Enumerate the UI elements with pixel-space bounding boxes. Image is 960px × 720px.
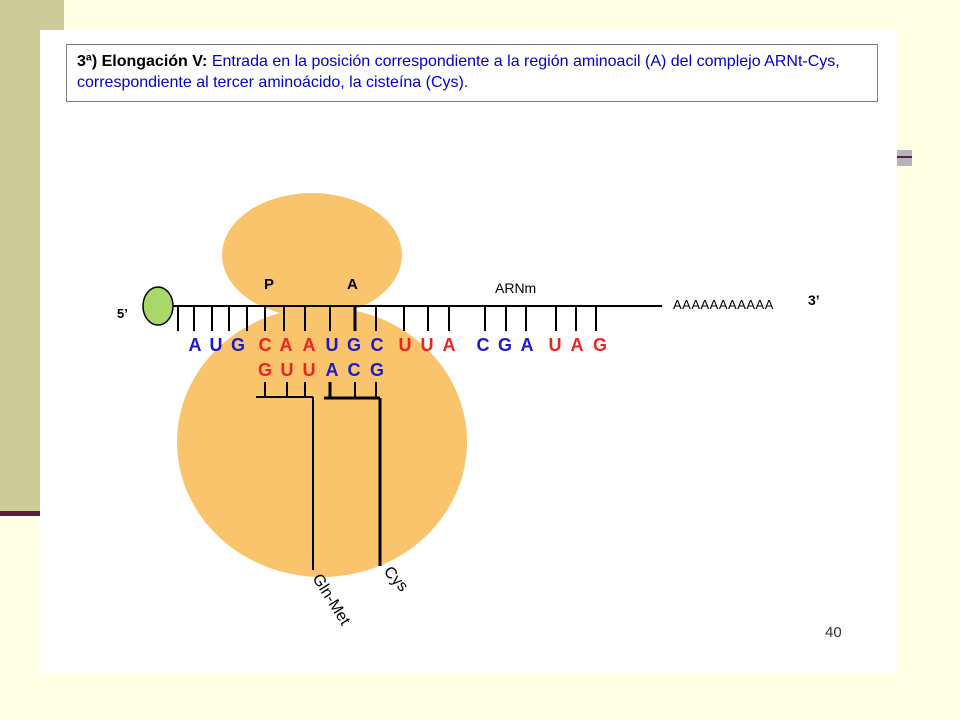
mrna-base-C: C bbox=[259, 335, 272, 355]
ribosome-large-subunit bbox=[177, 307, 467, 577]
mrna-base-G: G bbox=[347, 335, 361, 355]
mrna-base-G: G bbox=[231, 335, 245, 355]
site-p-label: P bbox=[264, 276, 274, 293]
mrna-base-C: C bbox=[371, 335, 384, 355]
mrna-base-G: G bbox=[593, 335, 607, 355]
mrna-base-A: A bbox=[303, 335, 316, 355]
decoration-square bbox=[896, 150, 912, 166]
ribosome-small-subunit bbox=[222, 193, 402, 317]
mrna-base-ticks bbox=[177, 306, 597, 331]
caption-body: Entrada en la posición correspondiente a… bbox=[77, 53, 840, 91]
mrna-base-C: C bbox=[477, 335, 490, 355]
site-a-label: A bbox=[347, 276, 358, 293]
mrna-base-U: U bbox=[399, 335, 412, 355]
band-line bbox=[0, 511, 64, 516]
mrna-base-A: A bbox=[189, 335, 202, 355]
mrna-base-A: A bbox=[280, 335, 293, 355]
slide-canvas bbox=[40, 30, 897, 674]
anticodon-base-U: U bbox=[281, 360, 294, 380]
trna-gln-met bbox=[256, 382, 314, 570]
anticodon-base-C: C bbox=[348, 360, 361, 380]
peptide-label: Gln-Met bbox=[309, 571, 354, 629]
mrna-base-G: G bbox=[498, 335, 512, 355]
cap-5-prime bbox=[142, 286, 174, 326]
caption-box: 3ª) Elongación V: Entrada en la posición… bbox=[66, 44, 878, 102]
mrna-base-A: A bbox=[571, 335, 584, 355]
mrna-base-U: U bbox=[210, 335, 223, 355]
trna-cys bbox=[324, 382, 382, 566]
anticodon-base-U: U bbox=[303, 360, 316, 380]
mrna-base-U: U bbox=[421, 335, 434, 355]
amino-acid-label: Cys bbox=[380, 563, 411, 595]
anticodon-base-G: G bbox=[258, 360, 272, 380]
mrna-label: ARNm bbox=[495, 280, 536, 296]
anticodon-base-A: A bbox=[326, 360, 339, 380]
five-prime-label: 5’ bbox=[117, 306, 128, 321]
mrna-base-U: U bbox=[326, 335, 339, 355]
caption-heading: 3ª) Elongación V: bbox=[77, 53, 208, 70]
page-number: 40 bbox=[825, 624, 842, 641]
poly-a-tail: AAAAAAAAAAA bbox=[673, 297, 774, 312]
mrna-base-A: A bbox=[521, 335, 534, 355]
anticodon-base-G: G bbox=[370, 360, 384, 380]
mrna-base-A: A bbox=[443, 335, 456, 355]
mrna-base-U: U bbox=[549, 335, 562, 355]
three-prime-label: 3’ bbox=[808, 292, 820, 308]
